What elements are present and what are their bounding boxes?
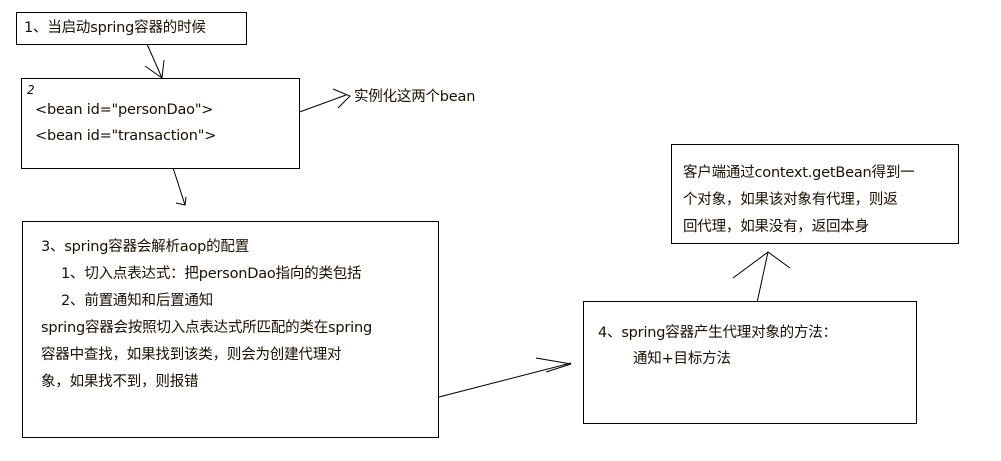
step5-line-1: 客户端通过context.getBean得到一 [683,165,915,181]
step3-box: 3、spring容器会解析aop的配置 1、切入点表达式：把personDao指… [22,221,439,438]
step3-item-2: 2、前置通知和后置通知 [61,293,214,309]
step5-line-2: 个对象，如果该对象有代理，则返 [683,192,898,208]
bean-personDao: <bean id="personDao"> [35,102,214,118]
instantiate-note: 实例化这两个bean [354,89,476,105]
step3-title: 3、spring容器会解析aop的配置 [41,239,250,255]
step5-line-3: 回代理，如果没有，返回本身 [683,219,869,235]
step4-method: 通知+目标方法 [633,351,731,367]
step3-desc-3: 象，如果找不到，则报错 [41,374,199,390]
step1-box: 1、当启动spring容器的时候 [16,12,247,45]
step1-text: 1、当启动spring容器的时候 [24,20,206,36]
step5-box: 客户端通过context.getBean得到一 个对象，如果该对象有代理，则返 … [671,144,959,244]
step3-desc-2: 容器中查找，如果找到该类，则会为创建代理对 [41,347,342,363]
step4-title: 4、spring容器产生代理对象的方法： [598,325,837,341]
step4-box: 4、spring容器产生代理对象的方法： 通知+目标方法 [583,301,917,424]
bean-transaction: <bean id="transaction"> [35,128,217,144]
step2-box: 2 <bean id="personDao"> <bean id="transa… [21,78,300,169]
step3-item-1: 1、切入点表达式：把personDao指向的类包括 [61,266,362,282]
step2-mark: 2 [27,83,35,97]
step3-desc-1: spring容器会按照切入点表达式所匹配的类在spring [41,320,372,336]
